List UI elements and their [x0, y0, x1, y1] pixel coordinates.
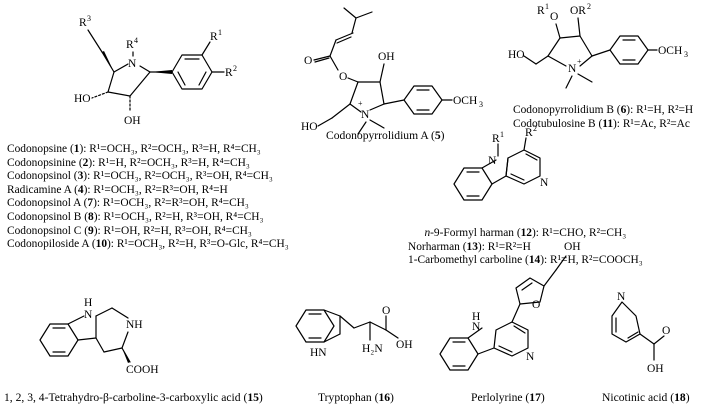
svg-text:N: N: [568, 63, 577, 75]
compound-9-row: Codonopsinol C (9): R¹=OH, R²=H, R³=OH, …: [7, 224, 252, 237]
svg-text:N: N: [472, 321, 481, 333]
svg-text:R: R: [210, 31, 218, 43]
svg-text:3: 3: [479, 100, 483, 109]
svg-text:N: N: [540, 177, 549, 189]
svg-text:H: H: [84, 297, 92, 309]
svg-text:OH: OH: [124, 115, 141, 127]
svg-text:R: R: [537, 5, 545, 17]
compound-13-row: Norharman (13): R¹=R²=H: [408, 240, 531, 253]
nicotinic-acid-structure: N O OH: [611, 291, 670, 375]
compound-14-row: 1-Carbomethyl carboline (14): R¹=H, R²=C…: [408, 254, 643, 267]
svg-text:R: R: [225, 67, 233, 79]
compound-6-row: Codonopyrrolidium B (6): R¹=H, R²=H: [513, 104, 694, 116]
compound-4-row: Radicamine A (4): R¹=OCH₃, R²=R³=OH, R⁴=…: [7, 183, 228, 196]
svg-text:R: R: [79, 17, 87, 29]
compound-10-row: Codonopiloside A (10): R¹=OCH₃, R²=H, R³…: [7, 238, 289, 251]
svg-text:N: N: [128, 58, 137, 70]
compound-18-caption: Nicotinic acid (18): [602, 391, 690, 404]
svg-text:O: O: [339, 71, 347, 83]
svg-text:R: R: [525, 127, 533, 139]
compound-1-row: Codonopsine (1): R¹=OCH₃, R²=OCH₃, R³=H,…: [7, 143, 261, 155]
svg-text:O: O: [382, 305, 390, 317]
compound-7-row: Codonopsinol A (7): R¹=OCH₃, R²=R³=OH, R…: [7, 197, 249, 210]
svg-text:OH: OH: [564, 241, 581, 253]
svg-text:N: N: [617, 291, 626, 303]
svg-text:O: O: [532, 299, 540, 311]
svg-text:R: R: [492, 133, 500, 145]
compound-12-row: n-9-Formyl harman (12): R¹=CHO, R²=CH₃: [424, 227, 627, 239]
tryptophan-structure: HN H₂N O OH: [295, 305, 413, 359]
svg-text:HN: HN: [310, 347, 327, 359]
svg-text:R: R: [126, 39, 134, 51]
compound-3-row: Codonopsinol (3): R¹=OCH₃, R²=OCH₃, R³=O…: [7, 170, 273, 183]
svg-text:N: N: [526, 351, 535, 363]
svg-text:2: 2: [587, 2, 591, 11]
svg-text:OCH: OCH: [658, 45, 682, 57]
svg-text:H: H: [472, 311, 480, 323]
svg-text:N: N: [488, 155, 497, 167]
svg-text:COOH: COOH: [126, 364, 159, 376]
svg-text:N: N: [84, 309, 93, 321]
svg-text:O: O: [662, 325, 670, 337]
svg-text:OH: OH: [396, 339, 413, 351]
svg-text:OH: OH: [647, 363, 664, 375]
svg-text:OH: OH: [378, 51, 395, 63]
svg-text:O: O: [304, 55, 312, 67]
svg-text:OCH: OCH: [453, 95, 477, 107]
codonopyrrolidium-b-list: Codonopyrrolidium B (6): R¹=H, R²=H Codo…: [513, 104, 693, 131]
compound-15-caption: 1, 2, 3, 4-Tetrahydro-β-carboline-3-carb…: [4, 391, 263, 404]
svg-text:3: 3: [87, 14, 91, 23]
svg-text:1: 1: [545, 2, 549, 11]
svg-text:OR: OR: [570, 5, 586, 17]
svg-text:N: N: [361, 109, 370, 121]
svg-text:4: 4: [134, 36, 138, 45]
svg-text:HO: HO: [508, 49, 525, 61]
compound-16-caption: Tryptophan (16): [318, 391, 394, 404]
carboline-compound-list: n-9-Formyl harman (12): R¹=CHO, R²=CH₃ N…: [408, 227, 643, 268]
svg-text:1: 1: [218, 28, 222, 37]
compound-5-caption: Codonopyrrolidium A (5): [326, 129, 445, 142]
svg-text:2: 2: [233, 64, 237, 73]
svg-text:1: 1: [500, 130, 504, 139]
svg-text:H₂N: H₂N: [362, 343, 383, 355]
svg-text:2: 2: [533, 124, 537, 133]
perlolyrine-structure: N H N O OH: [439, 241, 581, 371]
svg-text:+: +: [577, 57, 582, 66]
svg-text:HO: HO: [74, 93, 91, 105]
tetrahydro-carboline-structure: N H NH COOH: [39, 297, 159, 376]
svg-text:3: 3: [684, 50, 688, 59]
compound-2-row: Codonopsinine (2): R¹=H, R²=OCH₃, R³=H, …: [7, 156, 250, 169]
compound-17-caption: Perlolyrine (17): [471, 391, 545, 404]
svg-text:NH: NH: [126, 319, 143, 331]
svg-text:O: O: [550, 11, 558, 23]
svg-text:HO: HO: [301, 121, 318, 133]
compound-8-row: Codonopsinol B (8): R¹=OCH₃, R²=H, R³=OH…: [7, 210, 264, 223]
svg-text:+: +: [358, 99, 363, 108]
compound-11-row: Codotubulosine B (11): R¹=Ac, R²=Ac: [513, 117, 690, 130]
pyrrolidine-compound-list: Codonopsine (1): R¹=OCH₃, R²=OCH₃, R³=H,…: [7, 143, 289, 252]
